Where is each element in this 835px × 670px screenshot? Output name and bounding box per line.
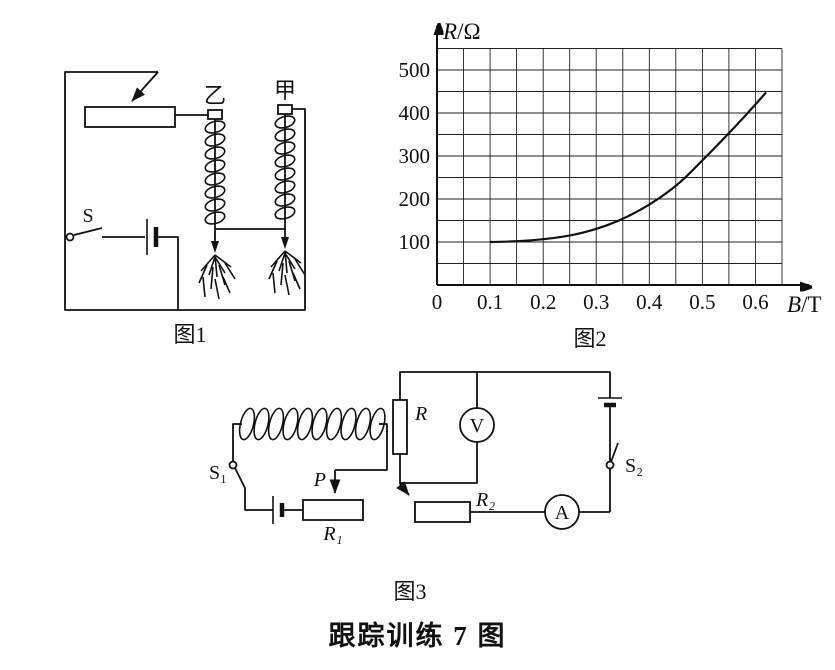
coil-right-label: 甲 <box>274 78 296 103</box>
switch-s2: S₂ <box>605 455 643 477</box>
chart-tick-labels: 100 200 300 400 500 0 0.1 0.2 0.3 0.4 0.5 0.6 <box>399 58 769 314</box>
resistance-curve <box>490 91 767 244</box>
figure3-measuring-circuit: S₁ P R₁ R V <box>209 371 643 604</box>
primary-circuit: S₁ P R₁ <box>209 406 389 545</box>
slider-p-label: P <box>313 469 326 491</box>
circuit-wires <box>64 71 306 311</box>
solenoid-coil <box>236 406 389 442</box>
voltmeter: V <box>459 407 495 443</box>
battery-left <box>272 496 285 524</box>
coil-left-label: 乙 <box>204 83 226 108</box>
secondary-circuit: R V R₂ A S₂ <box>392 371 643 530</box>
y-axis-label: R/Ω <box>442 19 481 44</box>
y-tick-label: 200 <box>399 187 431 211</box>
voltmeter-label: V <box>470 415 485 437</box>
potentiometer-r1: P R₁ <box>302 469 364 545</box>
y-tick-label: 100 <box>399 230 431 254</box>
x-tick-label: 0 <box>432 290 443 314</box>
y-tick-label: 500 <box>399 58 431 82</box>
switch-s2-label: S₂ <box>625 455 643 477</box>
attracted-nails-right <box>268 250 306 296</box>
attracted-nails-left <box>198 254 236 300</box>
coil-left-tip <box>211 241 219 253</box>
x-tick-label: 0.2 <box>530 290 556 314</box>
switch-s: S <box>65 205 103 242</box>
r1-label: R₁ <box>322 523 342 545</box>
resistance-vs-field-chart: 图2 100 200 300 400 500 0 0.1 0.2 0.3 0.4 0.5 0.6 R/Ω… <box>399 19 822 351</box>
x-axis-label: B/T <box>787 292 822 317</box>
resistor-r: R <box>392 399 427 455</box>
coil-left: 乙 <box>198 83 236 300</box>
ammeter: A <box>544 494 580 530</box>
coil-right-tip <box>281 237 289 249</box>
x-tick-label: 0.4 <box>636 290 663 314</box>
rheostat <box>84 71 176 128</box>
chart-grid <box>437 48 783 285</box>
figure1-caption: 图1 <box>173 322 206 347</box>
chart-axes <box>437 26 809 285</box>
x-tick-label: 0.6 <box>742 290 768 314</box>
switch-s1-label: S₁ <box>209 462 227 484</box>
y-tick-label: 300 <box>399 144 431 168</box>
r2-label: R₂ <box>475 489 495 511</box>
ammeter-label: A <box>555 502 570 524</box>
coil-right: 甲 <box>268 78 306 296</box>
rheostat-r2: R₂ <box>396 481 495 523</box>
resistor-r-label: R <box>414 403 427 425</box>
figure1-electromagnet-circuit: S 乙 甲 图1 <box>64 71 306 347</box>
page-caption: 跟踪训练 7 图 <box>328 621 507 651</box>
x-tick-label: 0.3 <box>583 290 609 314</box>
x-tick-label: 0.5 <box>689 290 715 314</box>
y-tick-label: 400 <box>399 101 431 125</box>
switch-s-label: S <box>82 205 93 227</box>
figure3-caption: 图3 <box>393 579 426 604</box>
battery <box>146 219 159 255</box>
x-tick-label: 0.1 <box>477 290 503 314</box>
battery-right <box>598 397 622 408</box>
switch-s1: S₁ <box>209 460 238 484</box>
figure2-caption: 图2 <box>573 326 606 351</box>
